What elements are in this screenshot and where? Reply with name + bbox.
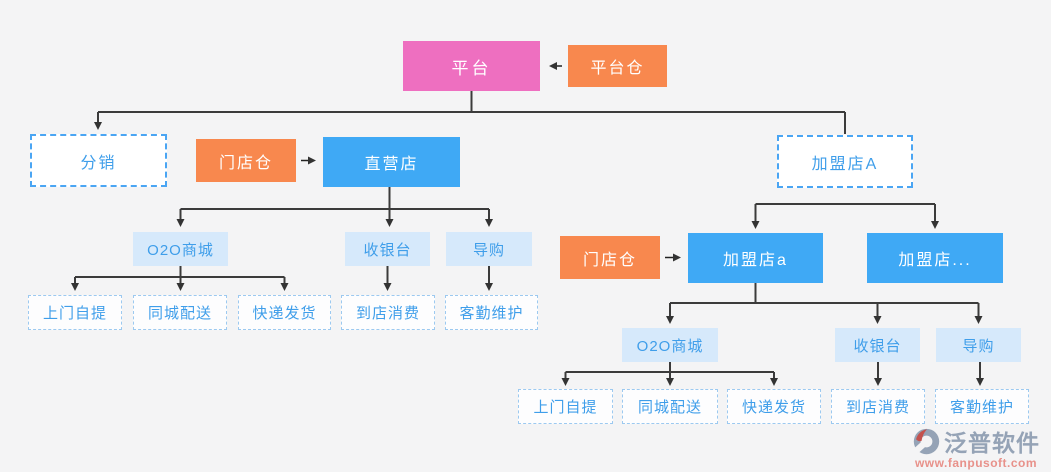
node-express-right: 快递发货	[727, 389, 821, 424]
node-o2o-mall-left: O2O商城	[133, 232, 228, 266]
node-store-warehouse-right: 门店仓	[560, 236, 660, 279]
fanpu-watermark: 泛普软件 www.fanpusoft.com	[907, 424, 1045, 470]
node-self-pickup-left: 上门自提	[28, 295, 122, 330]
node-direct-store: 直营店	[323, 137, 460, 187]
node-in-store-right: 到店消费	[831, 389, 925, 424]
node-platform: 平台	[403, 41, 540, 91]
node-in-store-left: 到店消费	[341, 295, 435, 330]
node-city-delivery-right: 同城配送	[622, 389, 718, 424]
node-cashier-right: 收银台	[835, 328, 920, 362]
node-guide-left: 导购	[446, 232, 532, 266]
node-franchise-parent: 加盟店A	[777, 135, 913, 188]
node-city-delivery-left: 同城配送	[133, 295, 227, 330]
node-o2o-mall-right: O2O商城	[622, 328, 718, 362]
node-franchise-a: 加盟店a	[688, 233, 823, 283]
fanpu-logo-icon	[912, 427, 941, 456]
node-franchise-more: 加盟店...	[867, 233, 1003, 283]
node-customer-care-left: 客勤维护	[445, 295, 538, 330]
node-self-pickup-right: 上门自提	[518, 389, 613, 424]
node-distribution: 分销	[30, 134, 167, 187]
brand-name: 泛普软件	[944, 430, 1040, 456]
node-customer-care-right: 客勤维护	[935, 389, 1029, 424]
node-store-warehouse-left: 门店仓	[196, 139, 296, 182]
node-guide-right: 导购	[936, 328, 1021, 362]
node-express-left: 快递发货	[238, 295, 331, 330]
brand-url: www.fanpusoft.com	[914, 456, 1038, 470]
node-platform-warehouse: 平台仓	[568, 45, 667, 87]
node-cashier-left: 收银台	[345, 232, 430, 266]
